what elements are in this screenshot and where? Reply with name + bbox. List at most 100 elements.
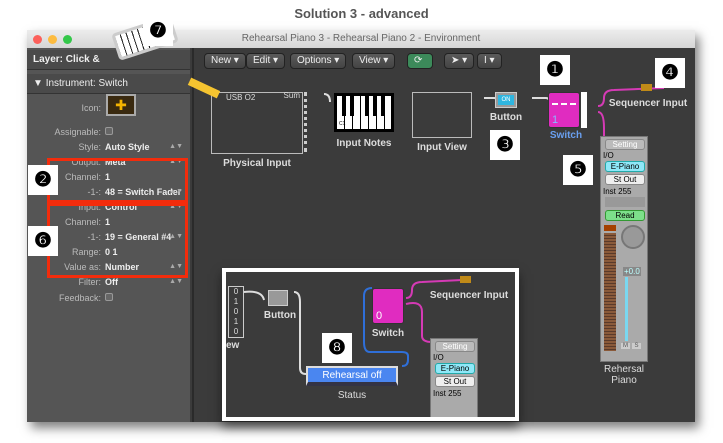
cable-to-channel-strip (405, 302, 433, 343)
inspector-row[interactable]: Filter:Off ▲▼ (27, 275, 187, 289)
text-tool-menu[interactable]: I ▾ (477, 53, 502, 69)
callout-2: ❷ (28, 165, 58, 195)
assignable-label: Assignable: (54, 127, 101, 137)
switch-label: Switch (549, 130, 583, 141)
pointer-tool-menu[interactable]: ➤ ▾ (444, 53, 475, 69)
automation-button[interactable]: Read (605, 210, 645, 221)
new-menu[interactable]: New ▾ (204, 53, 246, 69)
row-value[interactable]: 19 = General #4 (105, 232, 172, 242)
input-view-object[interactable] (412, 92, 472, 138)
inset-instrument-label: Inst 255 (433, 389, 462, 398)
instrument-header[interactable]: ▼ Instrument: Switch (27, 74, 190, 94)
inset-button-object[interactable] (268, 290, 288, 306)
switch-outputs[interactable] (581, 92, 587, 128)
stepper-icon[interactable]: ▲▼ (169, 203, 183, 210)
row-label: -1-: (87, 232, 102, 242)
row-value[interactable]: 0 1 (105, 247, 118, 257)
cable-to-sequencer (597, 87, 665, 107)
row-value[interactable]: 1 (105, 172, 111, 182)
group-slot[interactable] (605, 197, 645, 207)
midi-thru-button[interactable]: ⟳ (407, 53, 433, 69)
inspector-row[interactable]: Range:0 1 (27, 245, 187, 259)
stepper-icon[interactable]: ▲▼ (169, 233, 183, 240)
inset-channel-strip: Setting I/O E-Piano St Out Inst 255 (430, 338, 478, 417)
inspector-row[interactable]: Channel: 1 (27, 215, 187, 229)
input-view-label-partial: ew (226, 340, 240, 351)
stepper-icon[interactable]: ▲▼ (169, 263, 183, 270)
instrument-label: Inst 255 (603, 187, 632, 196)
row-value[interactable]: Number (105, 262, 140, 272)
zoom-button[interactable] (63, 35, 72, 44)
input-notes-keyboard[interactable]: C1 (334, 93, 394, 132)
inset-input-slot[interactable]: E-Piano (435, 363, 475, 374)
row-value[interactable]: Control (105, 202, 137, 212)
instrument-icon[interactable]: ✚ (106, 94, 136, 116)
sequencer-input-icon[interactable] (641, 84, 652, 91)
view-menu[interactable]: View ▾ (352, 53, 396, 69)
options-menu[interactable]: Options ▾ (290, 53, 347, 69)
row-label: Channel: (64, 217, 101, 227)
sum-label: Sum (283, 91, 300, 100)
assignable-checkbox[interactable] (105, 127, 113, 135)
callout-4: ❹ (655, 58, 685, 88)
minimize-button[interactable] (48, 35, 57, 44)
inspector-row[interactable]: Value as:Number▲▼ (27, 260, 187, 274)
inset-sequencer-label: Sequencer Input (429, 290, 509, 301)
setting-button[interactable]: Setting (605, 139, 645, 150)
button-object[interactable]: ON (495, 92, 517, 108)
inset-switch-value: 0 (376, 310, 383, 322)
window-title: Rehearsal Piano 3 - Rehearsal Piano 2 - … (241, 33, 481, 44)
output-slot[interactable]: St Out (605, 174, 645, 185)
inspector-row[interactable]: Channel: 1 (27, 170, 187, 184)
row-label: -1-: (87, 187, 102, 197)
inset-switch-object[interactable]: 0 (372, 288, 404, 324)
row-value[interactable]: Auto Style (105, 142, 150, 152)
peak-indicator (604, 225, 616, 231)
row-value[interactable]: 48 = Switch Fader (105, 187, 182, 197)
feedback-checkbox[interactable] (105, 293, 113, 301)
layer-header[interactable]: Layer: Click & (27, 50, 190, 70)
stepper-icon[interactable]: ▲▼ (169, 278, 183, 285)
edit-menu[interactable]: Edit ▾ (246, 53, 286, 69)
inspector-row[interactable]: Style:Auto Style▲▼ (27, 140, 187, 154)
stepper-icon[interactable]: ▲▼ (169, 188, 183, 195)
input-slot[interactable]: E-Piano (605, 161, 645, 172)
input-view-label: Input View (417, 142, 467, 153)
inspector-row[interactable]: -1-:19 = General #4▲▼ (27, 230, 187, 244)
physical-input-object[interactable]: USB O2 Sum (211, 91, 303, 154)
close-button[interactable] (33, 35, 42, 44)
row-value[interactable]: Meta (105, 157, 126, 167)
physical-input-ports[interactable] (304, 92, 310, 152)
status-display[interactable]: Rehearsal off (306, 366, 398, 386)
inspector-row[interactable]: -1-:48 = Switch Fader▲▼ (27, 185, 187, 199)
inset-output-slot[interactable]: St Out (435, 376, 475, 387)
inspector-row[interactable]: Input:Control▲▼ (27, 200, 187, 214)
inset-io-label: I/O (433, 353, 444, 362)
inset-sequencer-icon[interactable] (460, 276, 471, 283)
switch-object[interactable]: 1 (548, 92, 580, 128)
level-meter (604, 233, 616, 351)
row-label: Filter: (78, 277, 102, 287)
cable (323, 93, 331, 103)
page-heading: Solution 3 - advanced (294, 6, 429, 21)
button-label: Button (489, 112, 523, 123)
switch-value: 1 (552, 114, 559, 126)
input-highlight (47, 203, 188, 278)
pan-knob[interactable] (621, 225, 645, 249)
cable-status-feedback (363, 287, 409, 367)
row-value[interactable]: 1 (105, 217, 111, 227)
stepper-icon[interactable]: ▲▼ (169, 158, 183, 165)
solo-button[interactable]: S (632, 343, 641, 349)
mute-button[interactable]: M (621, 343, 630, 349)
callout-8: ❽ (322, 333, 352, 363)
inset-setting-button[interactable]: Setting (435, 341, 475, 352)
row-value[interactable]: Off (105, 277, 118, 287)
stepper-icon[interactable]: ▲▼ (169, 143, 183, 150)
status-label: Status (337, 390, 367, 401)
instrument-name: Instrument: Switch (45, 78, 128, 89)
inspector-row[interactable]: Output:Meta▲▼ (27, 155, 187, 169)
volume-fader[interactable] (625, 277, 628, 341)
row-label: Channel: (64, 172, 101, 182)
